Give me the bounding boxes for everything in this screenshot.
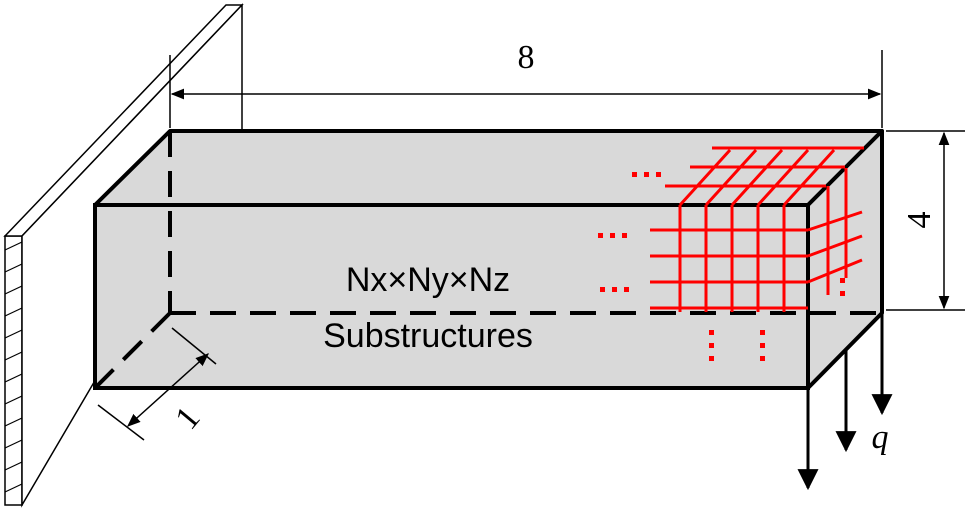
beam-front-face xyxy=(93,203,810,390)
length-label: 8 xyxy=(518,39,535,76)
width-dimension xyxy=(97,327,217,441)
length-dimension xyxy=(169,50,883,128)
load-arrows xyxy=(797,313,893,491)
height-label: 4 xyxy=(901,212,938,229)
hidden-edges xyxy=(93,131,882,390)
substructure-mesh xyxy=(650,146,864,312)
height-dimension xyxy=(886,130,965,311)
substructure-count-label: Nx×Ny×Nz xyxy=(346,261,510,299)
mesh-ellipsis xyxy=(598,172,845,361)
load-label: q xyxy=(872,419,889,456)
substructures-label: Substructures xyxy=(323,317,533,355)
width-label: 1 xyxy=(168,400,207,437)
wall-hatching xyxy=(4,241,23,493)
